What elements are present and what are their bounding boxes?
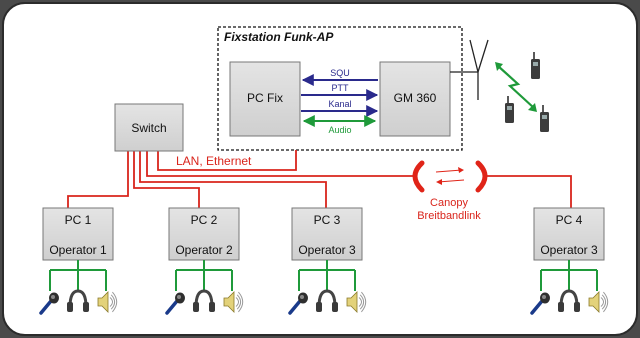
radio-link-icon <box>495 62 537 112</box>
pc-fix-box <box>229 61 301 137</box>
canopy-label-line2: Breitbandlink <box>417 210 481 222</box>
switch-label: Switch <box>131 121 166 135</box>
pc-operator: Operator 3 <box>540 243 598 257</box>
headset-icon <box>316 289 338 312</box>
peripheral-tree <box>39 260 118 315</box>
headset-icon <box>193 289 215 312</box>
handheld-radio-icon <box>505 96 514 123</box>
microphone-icon <box>288 292 308 315</box>
squ-label: SQU <box>330 68 350 78</box>
antenna-icon <box>450 39 489 100</box>
kanal-label: Kanal <box>328 99 351 109</box>
switch-box <box>114 103 184 152</box>
lan-label: LAN, Ethernet <box>176 154 252 168</box>
pc-3-node: PC 3 Operator 3 <box>291 207 363 261</box>
pc-name: PC 1 <box>65 213 92 227</box>
pc-name: PC 2 <box>191 213 218 227</box>
headset-icon <box>67 289 89 312</box>
headset-icon <box>558 289 580 312</box>
microphone-icon <box>165 292 185 315</box>
ptt-label: PTT <box>332 83 350 93</box>
speaker-icon <box>346 291 367 313</box>
fixstation-frame <box>217 26 463 151</box>
pc-operator: Operator 3 <box>298 243 356 257</box>
pc-name: PC 4 <box>556 213 583 227</box>
speaker-icon <box>97 291 118 313</box>
peripheral-tree <box>165 260 244 315</box>
lan-lines <box>67 150 572 208</box>
fixstation-title: Fixstation Funk-AP <box>224 30 334 44</box>
peripheral-tree <box>288 260 367 315</box>
gm360-box <box>379 61 451 137</box>
pc-2-node: PC 2 Operator 2 <box>168 207 240 261</box>
pc-fix-label: PC Fix <box>247 91 283 105</box>
pc-1-node: PC 1 Operator 1 <box>42 207 114 261</box>
peripheral-tree <box>530 260 609 315</box>
microphone-icon <box>39 292 59 315</box>
handheld-radio-icon <box>531 52 540 79</box>
canopy-link-icon <box>412 160 488 193</box>
pc-name: PC 3 <box>314 213 341 227</box>
speaker-icon <box>588 291 609 313</box>
canopy-label-line1: Canopy <box>430 197 468 209</box>
speaker-icon <box>223 291 244 313</box>
pc-4-node: PC 4 Operator 3 <box>533 207 605 261</box>
audio-label: Audio <box>328 125 351 135</box>
gm360-label: GM 360 <box>394 91 437 105</box>
microphone-icon <box>530 292 550 315</box>
handheld-radio-icon <box>540 105 549 132</box>
pc-operator: Operator 1 <box>49 243 107 257</box>
pc-operator: Operator 2 <box>175 243 233 257</box>
